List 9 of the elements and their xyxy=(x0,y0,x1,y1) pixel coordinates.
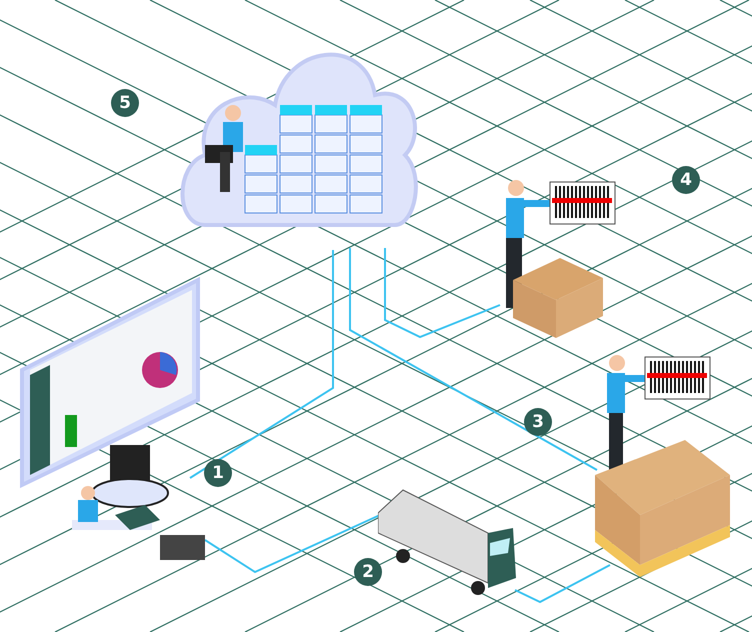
callout-number: 2 xyxy=(354,558,382,586)
callout-number: 4 xyxy=(672,166,700,194)
connector-line xyxy=(514,564,610,604)
connector-line xyxy=(189,250,334,479)
connector-line xyxy=(384,248,500,338)
callout-number: 1 xyxy=(204,459,232,487)
callout-number: 3 xyxy=(524,408,552,436)
callout-number: 5 xyxy=(111,89,139,117)
connector-line xyxy=(349,248,598,471)
